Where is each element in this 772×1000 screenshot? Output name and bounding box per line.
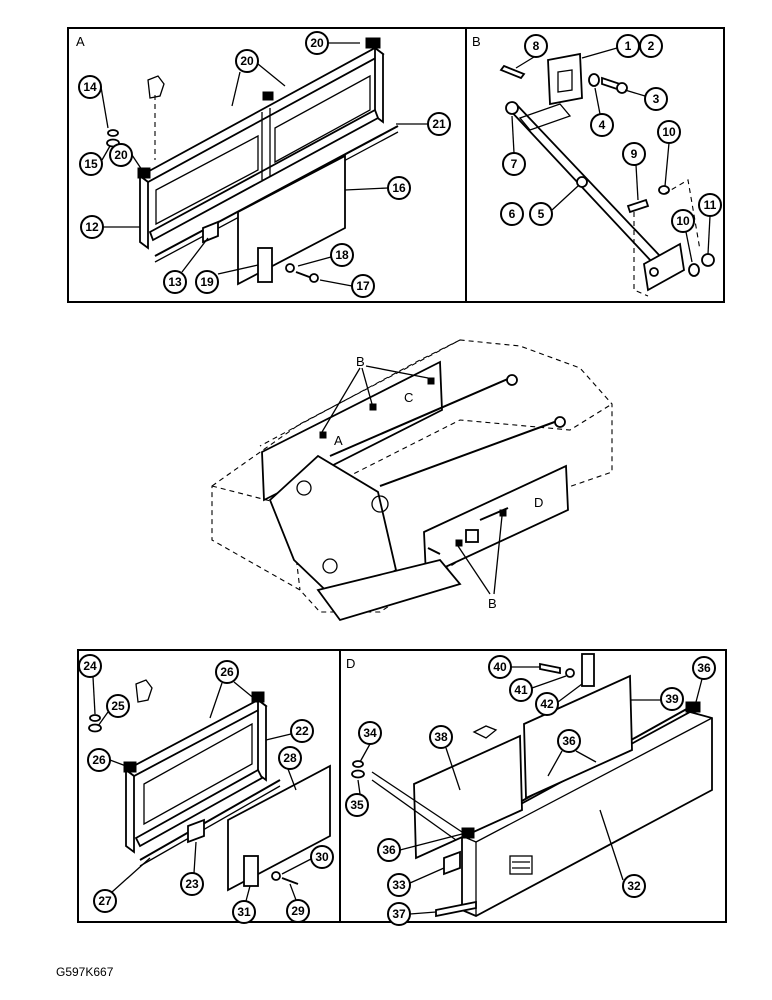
callout-d-4: 39 [665, 692, 679, 706]
callout-c-0: 24 [83, 659, 97, 673]
callout-c-6: 27 [98, 894, 112, 908]
callouts-panel-d: 40 41 42 36 39 34 38 36 35 36 33 37 32 [345, 655, 716, 926]
clip-23 [187, 818, 205, 844]
callout-c-2: 26 [220, 665, 234, 679]
callout-a-11: 17 [356, 279, 370, 293]
bracket-plate [547, 52, 583, 106]
callout-c-10: 29 [291, 904, 305, 918]
latch-19 [257, 247, 273, 283]
callouts-panel-b: 8 1 2 3 4 7 10 9 6 5 10 11 [500, 34, 722, 233]
callout-a-9: 19 [200, 275, 214, 289]
callout-b-0: 8 [533, 39, 540, 53]
overview-door-d [423, 464, 569, 578]
callout-c-9: 30 [315, 850, 329, 864]
panel-a-frame [137, 37, 385, 250]
callout-c-1: 25 [111, 699, 125, 713]
callout-d-3: 36 [697, 661, 711, 675]
bolt-40 [539, 662, 561, 675]
clip-33 [443, 850, 461, 876]
panel-d-label: D [346, 656, 355, 671]
callout-c-5: 28 [283, 751, 297, 765]
callout-d-12: 32 [627, 879, 641, 893]
callout-c-3: 26 [92, 753, 106, 767]
overview-base-plate [316, 558, 462, 622]
rod-37 [435, 900, 477, 918]
washer-4 [588, 73, 600, 87]
callout-a-4: 20 [114, 148, 128, 162]
panel-c-frame [123, 691, 268, 854]
panel-d-leaders [357, 666, 703, 915]
latch-42 [581, 653, 595, 687]
callout-d-0: 40 [493, 660, 507, 674]
callout-d-5: 34 [363, 726, 377, 740]
callout-c-4: 22 [295, 724, 309, 738]
callout-d-2: 42 [540, 697, 554, 711]
callout-d-9: 36 [382, 843, 396, 857]
machine-overview: A C D B B [211, 339, 613, 622]
latch-31 [243, 855, 259, 887]
callout-a-0: 20 [310, 36, 324, 50]
panel-c: C 24 25 26 26 22 28 27 23 31 [77, 649, 341, 924]
clip-13 [202, 220, 219, 244]
callout-c-7: 23 [185, 877, 199, 891]
callout-a-2: 14 [83, 80, 97, 94]
callout-d-11: 37 [392, 907, 406, 921]
callout-b-8: 6 [509, 207, 516, 221]
callout-d-1: 41 [514, 683, 528, 697]
callout-d-6: 38 [434, 730, 448, 744]
callout-b-5: 7 [511, 157, 518, 171]
callout-a-5: 21 [432, 117, 446, 131]
bolt-9 [626, 198, 650, 214]
callout-a-10: 18 [335, 248, 349, 262]
callout-c-8: 31 [237, 905, 251, 919]
overview-label-c: C [404, 390, 413, 405]
panel-b: B 8 1 2 3 4 7 10 9 [465, 27, 725, 303]
overview-label-b-bottom: B [488, 596, 497, 611]
overview-label-a: A [334, 433, 343, 448]
pin-8 [499, 64, 526, 80]
callout-b-7: 9 [631, 147, 638, 161]
callout-b-3: 3 [653, 92, 660, 106]
callout-a-6: 12 [85, 220, 99, 234]
callout-b-2: 2 [648, 39, 655, 53]
callout-b-1: 1 [625, 39, 632, 53]
panel-38 [413, 734, 523, 860]
overview-label-b-top: B [356, 354, 365, 369]
callout-d-7: 36 [562, 734, 576, 748]
overview-leaders [321, 365, 503, 595]
panel-d: D 40 41 42 36 39 34 [339, 649, 727, 926]
panel-a: A [67, 27, 467, 303]
lower-bracket [643, 242, 685, 292]
panel-b-label: B [472, 34, 481, 49]
callout-b-9: 5 [538, 207, 545, 221]
callout-d-10: 33 [392, 878, 406, 892]
panel-a-label: A [76, 34, 85, 49]
rod-27 [139, 779, 281, 861]
callout-b-6: 10 [662, 125, 676, 139]
callout-d-8: 35 [350, 798, 364, 812]
reference-code: G597K667 [56, 965, 114, 979]
panel-c-leaders [92, 676, 312, 902]
overview-label-d: D [534, 495, 543, 510]
callout-b-10: 10 [676, 214, 690, 228]
callout-a-8: 13 [168, 275, 182, 289]
callout-b-4: 4 [599, 118, 606, 132]
callout-b-11: 11 [704, 198, 717, 212]
callouts-panel-a: 20 20 14 15 20 21 12 16 13 19 18 17 [78, 31, 451, 298]
panel-b-leaders [511, 47, 711, 263]
callout-a-7: 16 [392, 181, 406, 195]
callout-a-3: 15 [84, 157, 98, 171]
panel-a-leaders [100, 42, 428, 287]
callouts-panel-c: 24 25 26 26 22 28 27 23 31 30 29 [78, 654, 334, 924]
callout-a-1: 20 [240, 54, 254, 68]
